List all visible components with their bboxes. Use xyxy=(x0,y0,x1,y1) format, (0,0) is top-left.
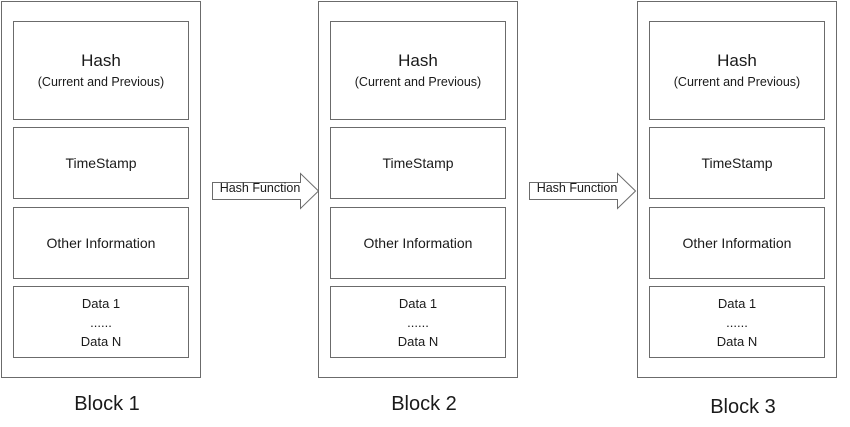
hash-title: Hash xyxy=(81,50,121,70)
other-information-cell: Other Information xyxy=(330,207,506,279)
hash-function-label: Hash Function xyxy=(219,181,301,195)
other-information-label: Other Information xyxy=(46,235,156,251)
timestamp-cell: TimeStamp xyxy=(330,127,506,199)
block-2-label: Block 2 xyxy=(391,393,457,415)
timestamp-cell: TimeStamp xyxy=(649,127,825,199)
timestamp-cell: TimeStamp xyxy=(13,127,189,199)
data-ellipsis: ...... xyxy=(90,314,112,330)
hash-cell: Hash (Current and Previous) xyxy=(330,21,506,120)
data-first-label: Data 1 xyxy=(717,295,757,311)
hash-subtitle: (Current and Previous) xyxy=(673,74,801,89)
hash-title: Hash xyxy=(717,50,757,70)
hash-function-label: Hash Function xyxy=(536,181,618,195)
block-1: Hash (Current and Previous) TimeStamp Ot… xyxy=(1,1,201,378)
timestamp-label: TimeStamp xyxy=(701,155,773,171)
other-information-label: Other Information xyxy=(682,235,792,251)
other-information-cell: Other Information xyxy=(649,207,825,279)
block-3: Hash (Current and Previous) TimeStamp Ot… xyxy=(637,1,837,378)
hash-function-arrow-2: Hash Function xyxy=(529,172,637,210)
timestamp-label: TimeStamp xyxy=(382,155,454,171)
block-1-label: Block 1 xyxy=(74,393,140,415)
data-first-label: Data 1 xyxy=(398,295,438,311)
data-cell: Data 1 ...... Data N xyxy=(330,286,506,358)
hash-cell: Hash (Current and Previous) xyxy=(649,21,825,120)
hash-subtitle: (Current and Previous) xyxy=(354,74,482,89)
timestamp-label: TimeStamp xyxy=(65,155,137,171)
data-ellipsis: ...... xyxy=(407,314,429,330)
hash-title: Hash xyxy=(398,50,438,70)
hash-cell: Hash (Current and Previous) xyxy=(13,21,189,120)
data-first-label: Data 1 xyxy=(81,295,121,311)
data-cell: Data 1 ...... Data N xyxy=(13,286,189,358)
data-cell: Data 1 ...... Data N xyxy=(649,286,825,358)
data-last-label: Data N xyxy=(397,333,439,349)
data-ellipsis: ...... xyxy=(726,314,748,330)
hash-subtitle: (Current and Previous) xyxy=(37,74,165,89)
block-2: Hash (Current and Previous) TimeStamp Ot… xyxy=(318,1,518,378)
other-information-label: Other Information xyxy=(363,235,473,251)
hash-function-arrow-1: Hash Function xyxy=(212,172,320,210)
right-arrow-icon xyxy=(529,172,637,210)
other-information-cell: Other Information xyxy=(13,207,189,279)
right-arrow-icon xyxy=(212,172,320,210)
data-last-label: Data N xyxy=(716,333,758,349)
block-3-label: Block 3 xyxy=(710,396,776,418)
data-last-label: Data N xyxy=(80,333,122,349)
